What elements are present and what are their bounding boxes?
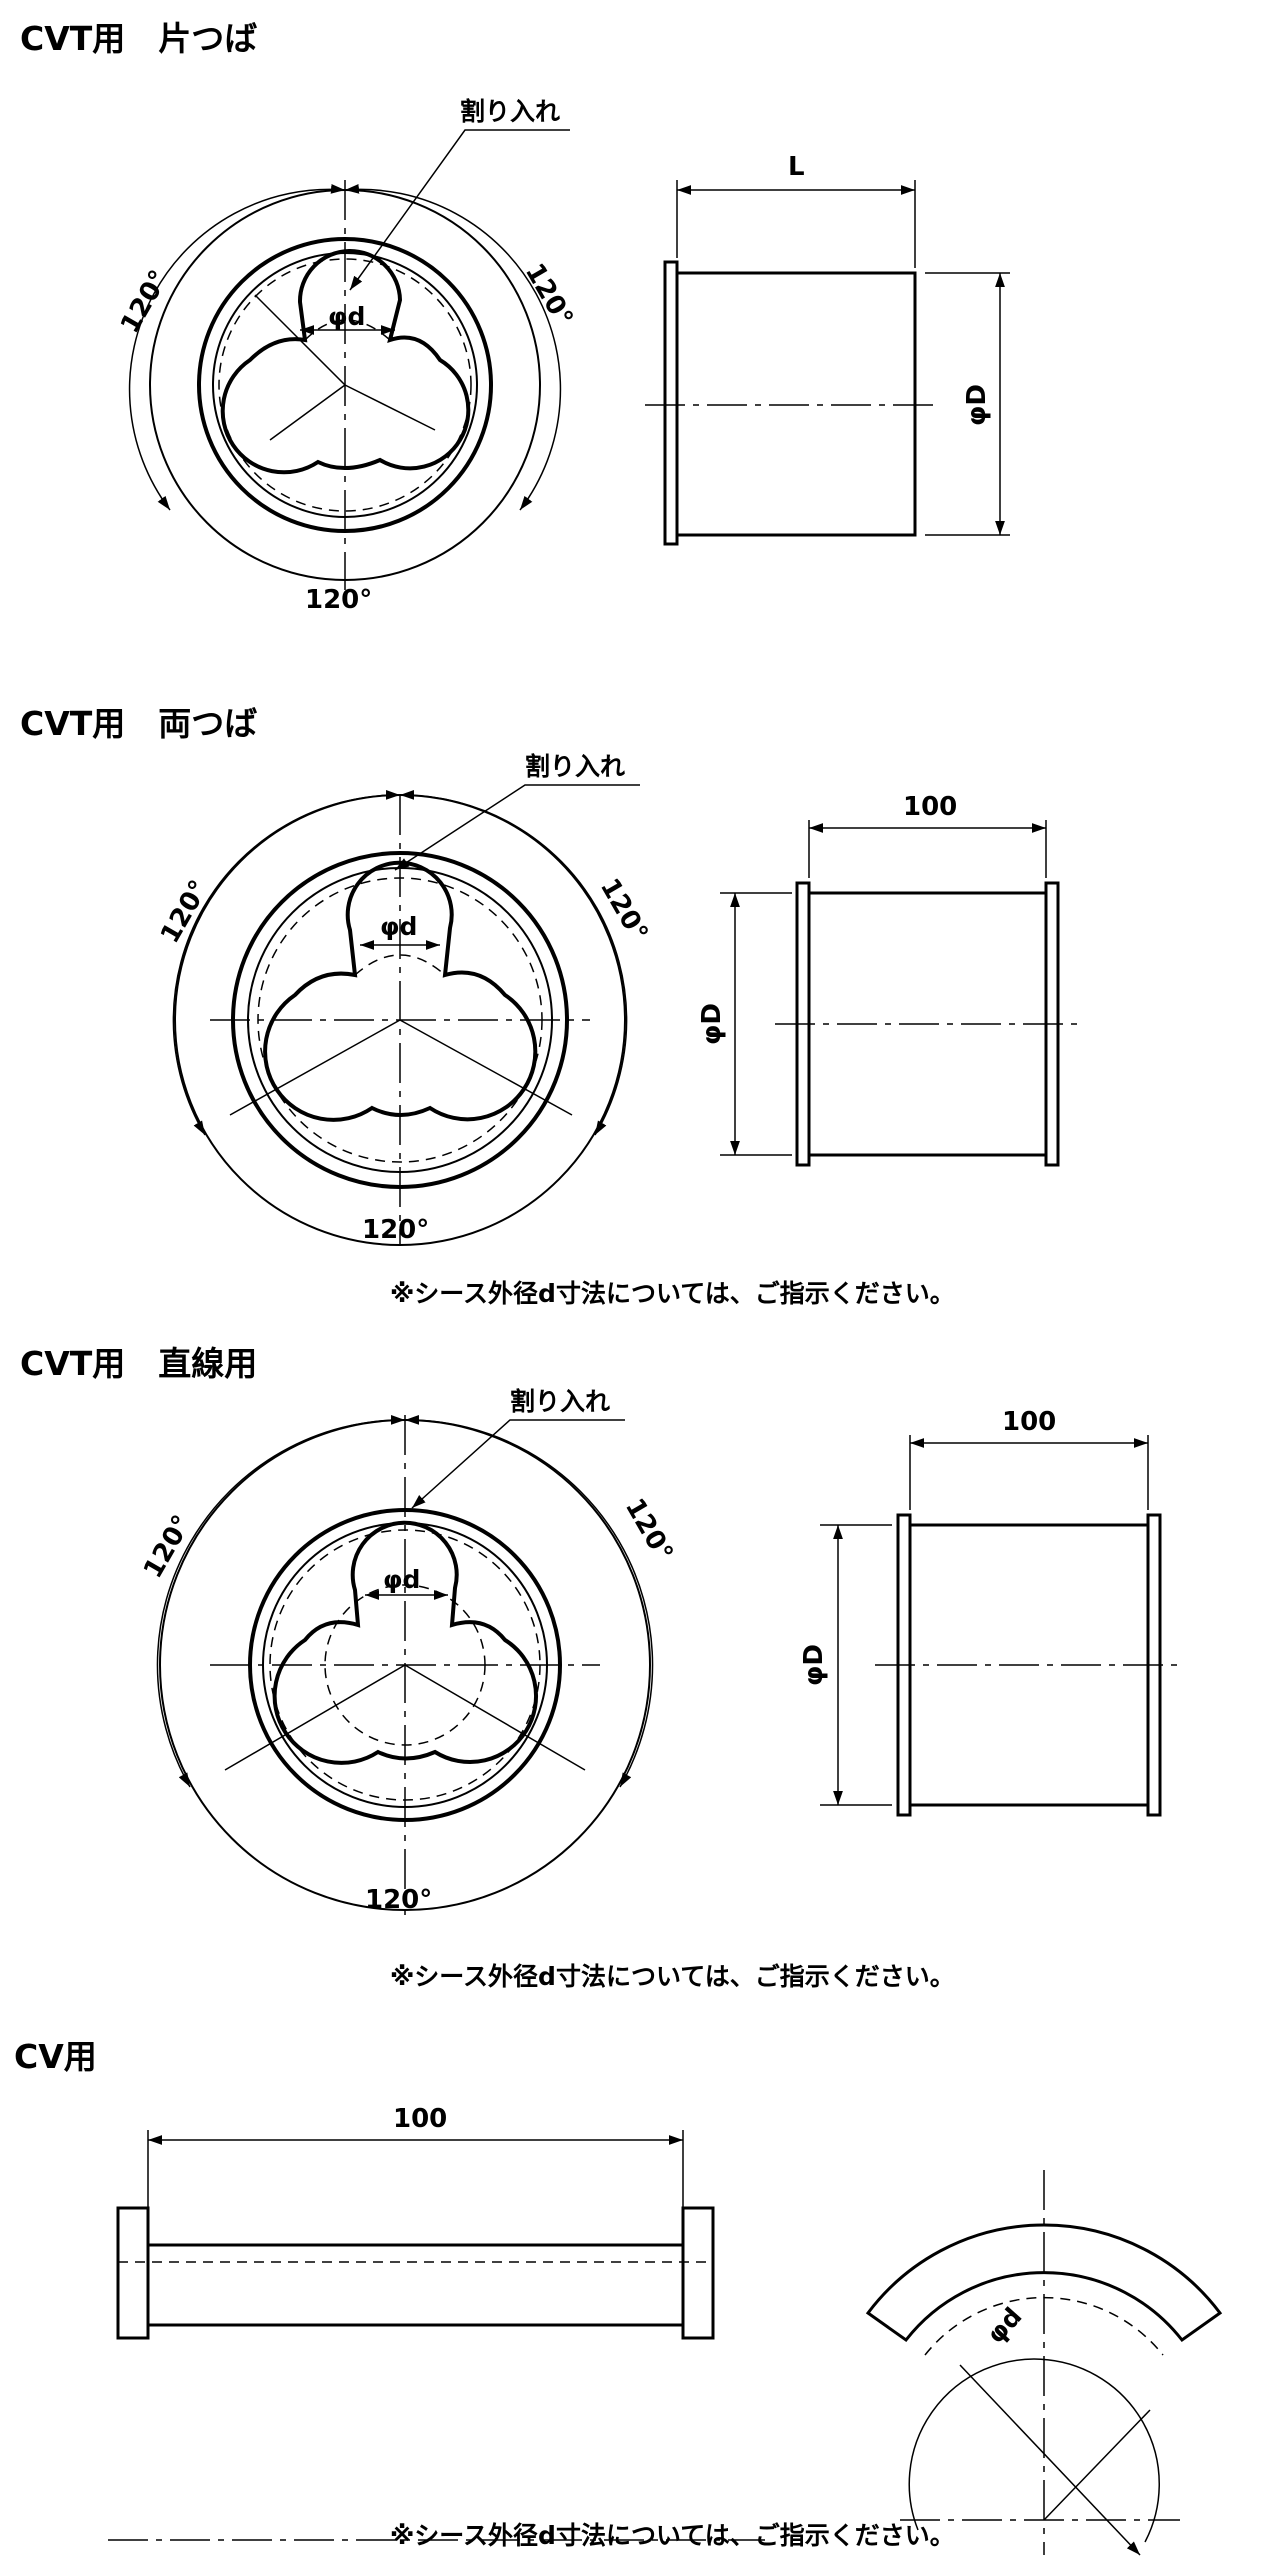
angle-bottom-label: 120° (362, 1215, 429, 1245)
angle-bottom-label: 120° (305, 585, 372, 615)
radial-line (1043, 2409, 1151, 2521)
split-label: 割り入れ (525, 752, 625, 781)
footnote: ※シース外径d寸法については、ご指示ください。 (390, 2521, 955, 2550)
footnote: ※シース外径d寸法については、ご指示ください。 (390, 1279, 955, 1308)
split-leader (349, 129, 570, 291)
outer-dia-label: φD (799, 1644, 829, 1686)
arc-segment (865, 2223, 1223, 2343)
front-view (156, 1414, 654, 1915)
length-label: 100 (1002, 1407, 1056, 1437)
end-view (865, 2170, 1223, 2556)
angle-left-label: 120° (155, 875, 215, 948)
radial-line (344, 384, 436, 431)
side-view (720, 820, 1080, 1167)
angle-arc-left (172, 790, 401, 1136)
angle-right-label: 120° (519, 259, 579, 332)
section-title: CV用 (14, 2037, 97, 2076)
split-leader (394, 784, 640, 871)
section-title: CVT用 直線用 (20, 1344, 257, 1383)
angle-left-label: 120° (138, 1510, 198, 1583)
angle-left-label: 120° (115, 265, 175, 338)
split-label: 割り入れ (510, 1387, 610, 1416)
sheath-outline (908, 2358, 1160, 2543)
angle-arc-right (344, 184, 562, 511)
inner-dia-label: φd (383, 1565, 420, 1594)
angle-right-label: 120° (619, 1494, 679, 1567)
outer-dia-label: φD (697, 1003, 727, 1045)
end-cap-right (681, 2206, 715, 2340)
side-view (108, 2130, 765, 2541)
side-view (645, 180, 1010, 546)
end-cap-left (116, 2206, 150, 2340)
channel-body (146, 2243, 685, 2327)
section-cvt-double-flange: CVT用 両つば 割り入れ φd 120° 120° 120° (20, 704, 1080, 1308)
angle-right-label: 120° (594, 874, 654, 947)
angle-bottom-label: 120° (365, 1885, 432, 1915)
outer-dia-label: φD (962, 384, 992, 426)
angle-arc-right (404, 1414, 654, 1788)
inner-dia-label: φd (328, 302, 365, 331)
angle-arc-left (156, 1414, 406, 1788)
front-view (128, 129, 570, 590)
sleeve-body (675, 271, 917, 537)
footnote: ※シース外径d寸法については、ご指示ください。 (390, 1962, 955, 1991)
section-title: CVT用 両つば (20, 704, 257, 743)
inner-dia-arrow (959, 2364, 1141, 2556)
front-view (172, 784, 640, 1246)
section-title: CVT用 片つば (20, 19, 257, 58)
length-label: 100 (393, 2104, 447, 2134)
section-cvt-single-flange: CVT用 片つば 割り入れ φd 120° 120° 120° (20, 19, 1010, 615)
length-label: L (788, 152, 805, 182)
side-view (820, 1435, 1180, 1817)
radial-line (269, 384, 346, 441)
section-cv: CV用 100 φd ※シース外径d寸法については、ご指示ください。 (14, 2037, 1223, 2556)
inner-dia-label: φd (981, 2302, 1028, 2349)
split-label: 割り入れ (460, 97, 560, 126)
section-cvt-straight: CVT用 直線用 割り入れ φd 120° 120° 120° (20, 1344, 1180, 1991)
inner-dia-label: φd (380, 912, 417, 941)
flange (663, 260, 679, 546)
angle-arc-right (399, 790, 628, 1136)
radial-line (399, 1019, 573, 1116)
split-leader (411, 1419, 625, 1509)
length-label: 100 (903, 792, 957, 822)
angle-arc-left (128, 184, 346, 511)
